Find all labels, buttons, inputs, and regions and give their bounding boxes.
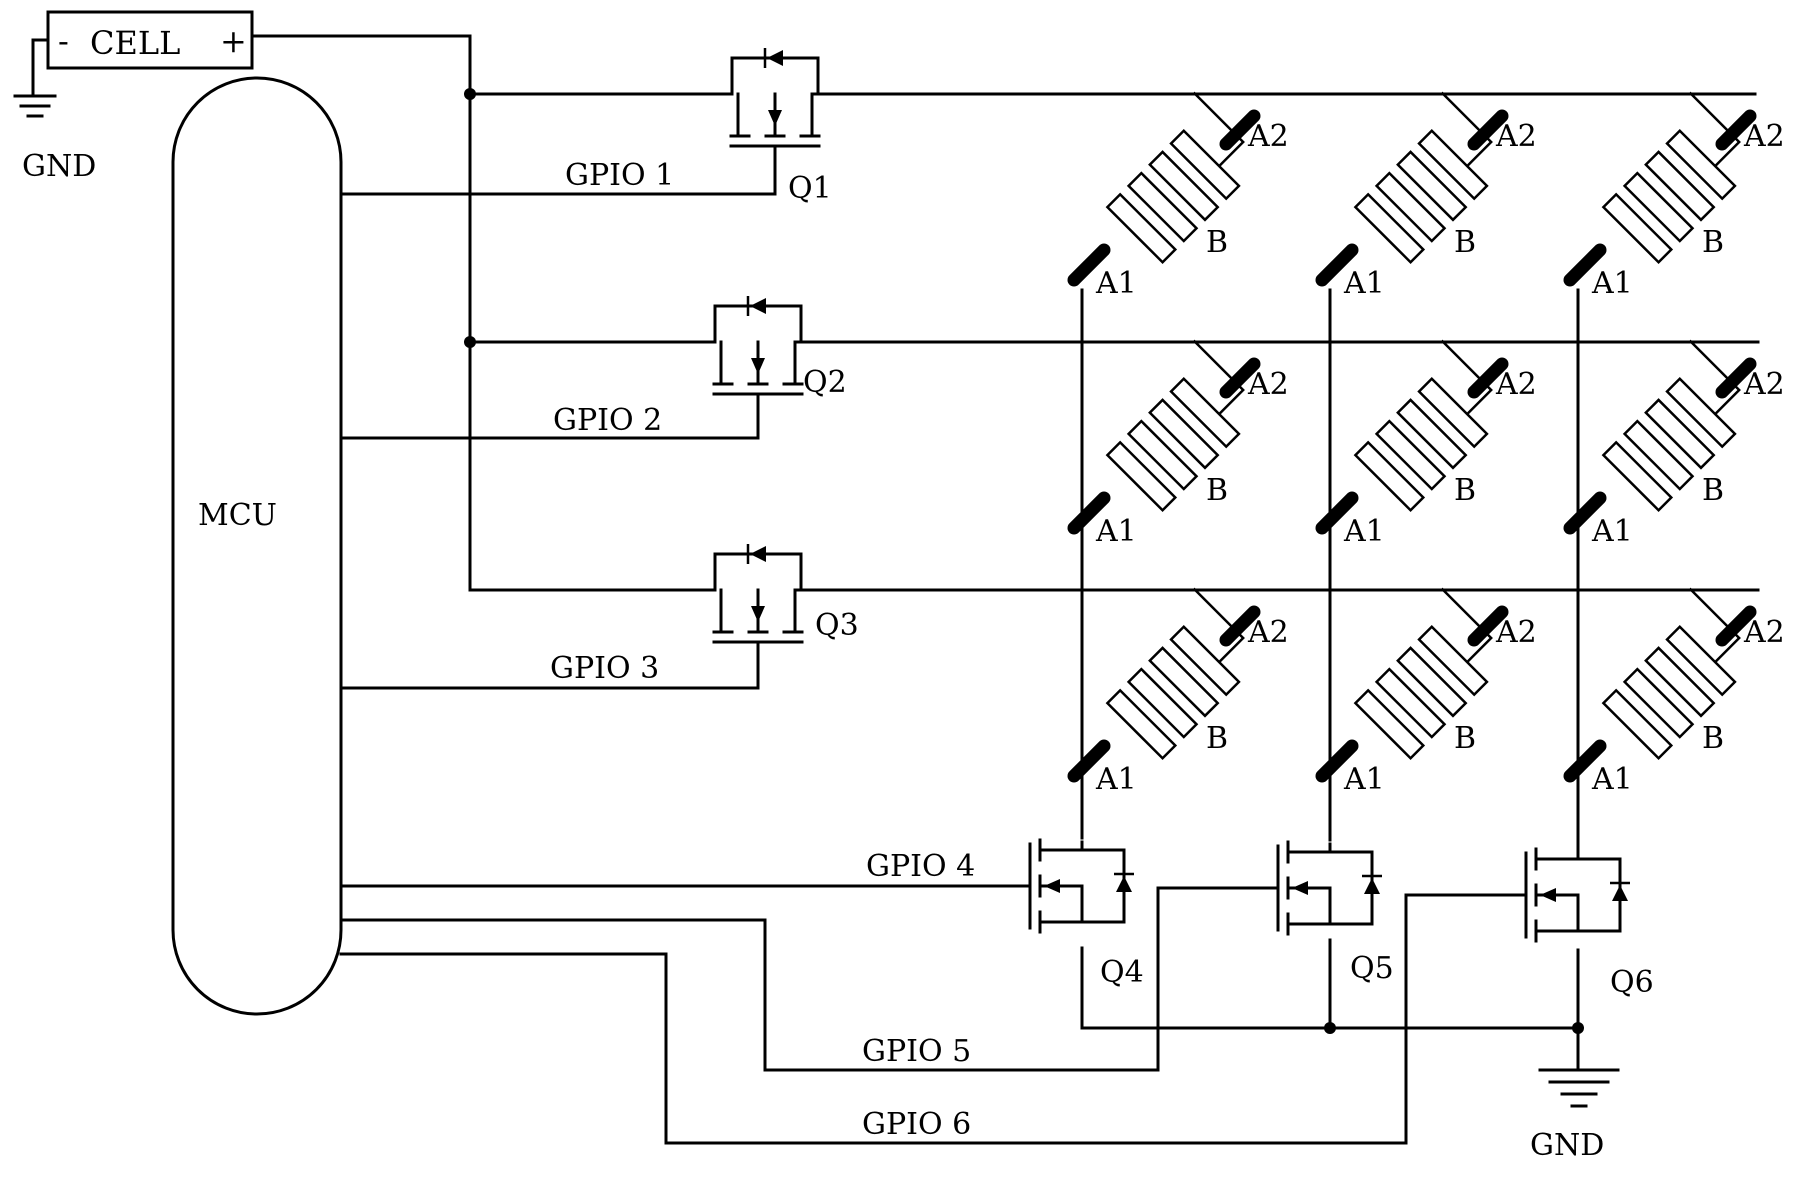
battery-minus-sign: -	[58, 22, 69, 60]
cell-label-b: B	[1206, 721, 1228, 756]
sensor-cell-r3-c3: A1 A2B	[1570, 589, 1785, 797]
cell-label-a2: A2	[1247, 367, 1289, 402]
gpio-3-label: GPIO 3	[550, 651, 659, 686]
cell-label-a2: A2	[1247, 119, 1289, 154]
battery-plus-sign: +	[220, 22, 247, 60]
pmos-transistor-q3	[714, 544, 802, 648]
mcu-block: MCU	[173, 78, 341, 1014]
cell-label-a1: A1	[1591, 514, 1633, 549]
cell-label-b: B	[1454, 721, 1476, 756]
nmos-transistor-q6	[1526, 849, 1630, 941]
gnd-label-right: GND	[1530, 1128, 1604, 1163]
gpio-lines-top: GPIO 1 GPIO 2 GPIO 3 Q1 Q2 Q3	[341, 152, 859, 688]
sensor-cell-r1-c2: A1 A2B	[1322, 93, 1537, 301]
q2-label: Q2	[803, 365, 847, 400]
cell-label-a2: A2	[1743, 119, 1785, 154]
mcu-label: MCU	[198, 498, 277, 533]
gpio-1-label: GPIO 1	[565, 158, 674, 193]
sensor-cell-r1-c3: A1 A2B	[1570, 93, 1785, 301]
power-bus	[252, 36, 732, 590]
cell-label-a1: A1	[1343, 514, 1385, 549]
ground-symbol-left: GND	[15, 96, 96, 184]
q6-label: Q6	[1610, 965, 1654, 1000]
cell-label-a2: A2	[1495, 615, 1537, 650]
cell-label-a2: A2	[1743, 367, 1785, 402]
cell-label-a1: A1	[1591, 266, 1633, 301]
gpio-lines-bottom: GPIO 4 GPIO 5 GPIO 6 Q4 Q5 Q6	[341, 849, 1654, 1143]
q3-label: Q3	[815, 608, 859, 643]
sensor-cell-r2-c1: A1 A2B	[1074, 341, 1289, 549]
cell-label-a1: A1	[1095, 762, 1137, 797]
cell-label-a1: A1	[1095, 514, 1137, 549]
gpio-5-label: GPIO 5	[862, 1034, 971, 1069]
sensor-cell-r1-c1: A1 A2B	[1074, 93, 1289, 301]
cell-label-a1: A1	[1343, 762, 1385, 797]
cell-label-b: B	[1454, 473, 1476, 508]
cell-label-a1: A1	[1343, 266, 1385, 301]
gpio-4-label: GPIO 4	[866, 849, 975, 884]
cell-label-a1: A1	[1095, 266, 1137, 301]
sensor-cell-r2-c2: A1 A2B	[1322, 341, 1537, 549]
battery-label: CELL	[90, 24, 180, 62]
pmos-group	[714, 48, 819, 648]
gpio-6-label: GPIO 6	[862, 1107, 971, 1142]
sensor-cell-r3-c1: A1 A2B	[1074, 589, 1289, 797]
pmos-transistor-q2	[714, 296, 802, 400]
nmos-transistor-q5	[1278, 842, 1382, 934]
sensor-cell-grid: A1A2BA1A2BA1A2BA1A2BA1A2BA1A2BA1A2BA1A2B…	[1074, 93, 1785, 797]
nmos-transistor-q4	[1030, 840, 1134, 932]
nmos-group	[1030, 840, 1630, 941]
q1-label: Q1	[788, 171, 832, 206]
cell-label-b: B	[1702, 721, 1724, 756]
cell-label-b: B	[1454, 225, 1476, 260]
cell-label-b: B	[1206, 473, 1228, 508]
pmos-transistor-q1	[731, 48, 819, 152]
sensor-cell-r3-c2: A1 A2B	[1322, 589, 1537, 797]
cell-label-a2: A2	[1495, 119, 1537, 154]
q4-label: Q4	[1100, 955, 1144, 990]
cell-label-b: B	[1206, 225, 1228, 260]
gpio-2-label: GPIO 2	[553, 403, 662, 438]
gnd-label-left: GND	[22, 149, 96, 184]
cell-label-a2: A2	[1495, 367, 1537, 402]
q5-label: Q5	[1350, 951, 1394, 986]
sensor-cell-r2-c3: A1 A2B	[1570, 341, 1785, 549]
cell-label-a2: A2	[1743, 615, 1785, 650]
cell-label-b: B	[1702, 225, 1724, 260]
cell-label-a1: A1	[1591, 762, 1633, 797]
cell-label-b: B	[1702, 473, 1724, 508]
battery: - CELL +	[33, 12, 252, 94]
cell-label-a2: A2	[1247, 615, 1289, 650]
